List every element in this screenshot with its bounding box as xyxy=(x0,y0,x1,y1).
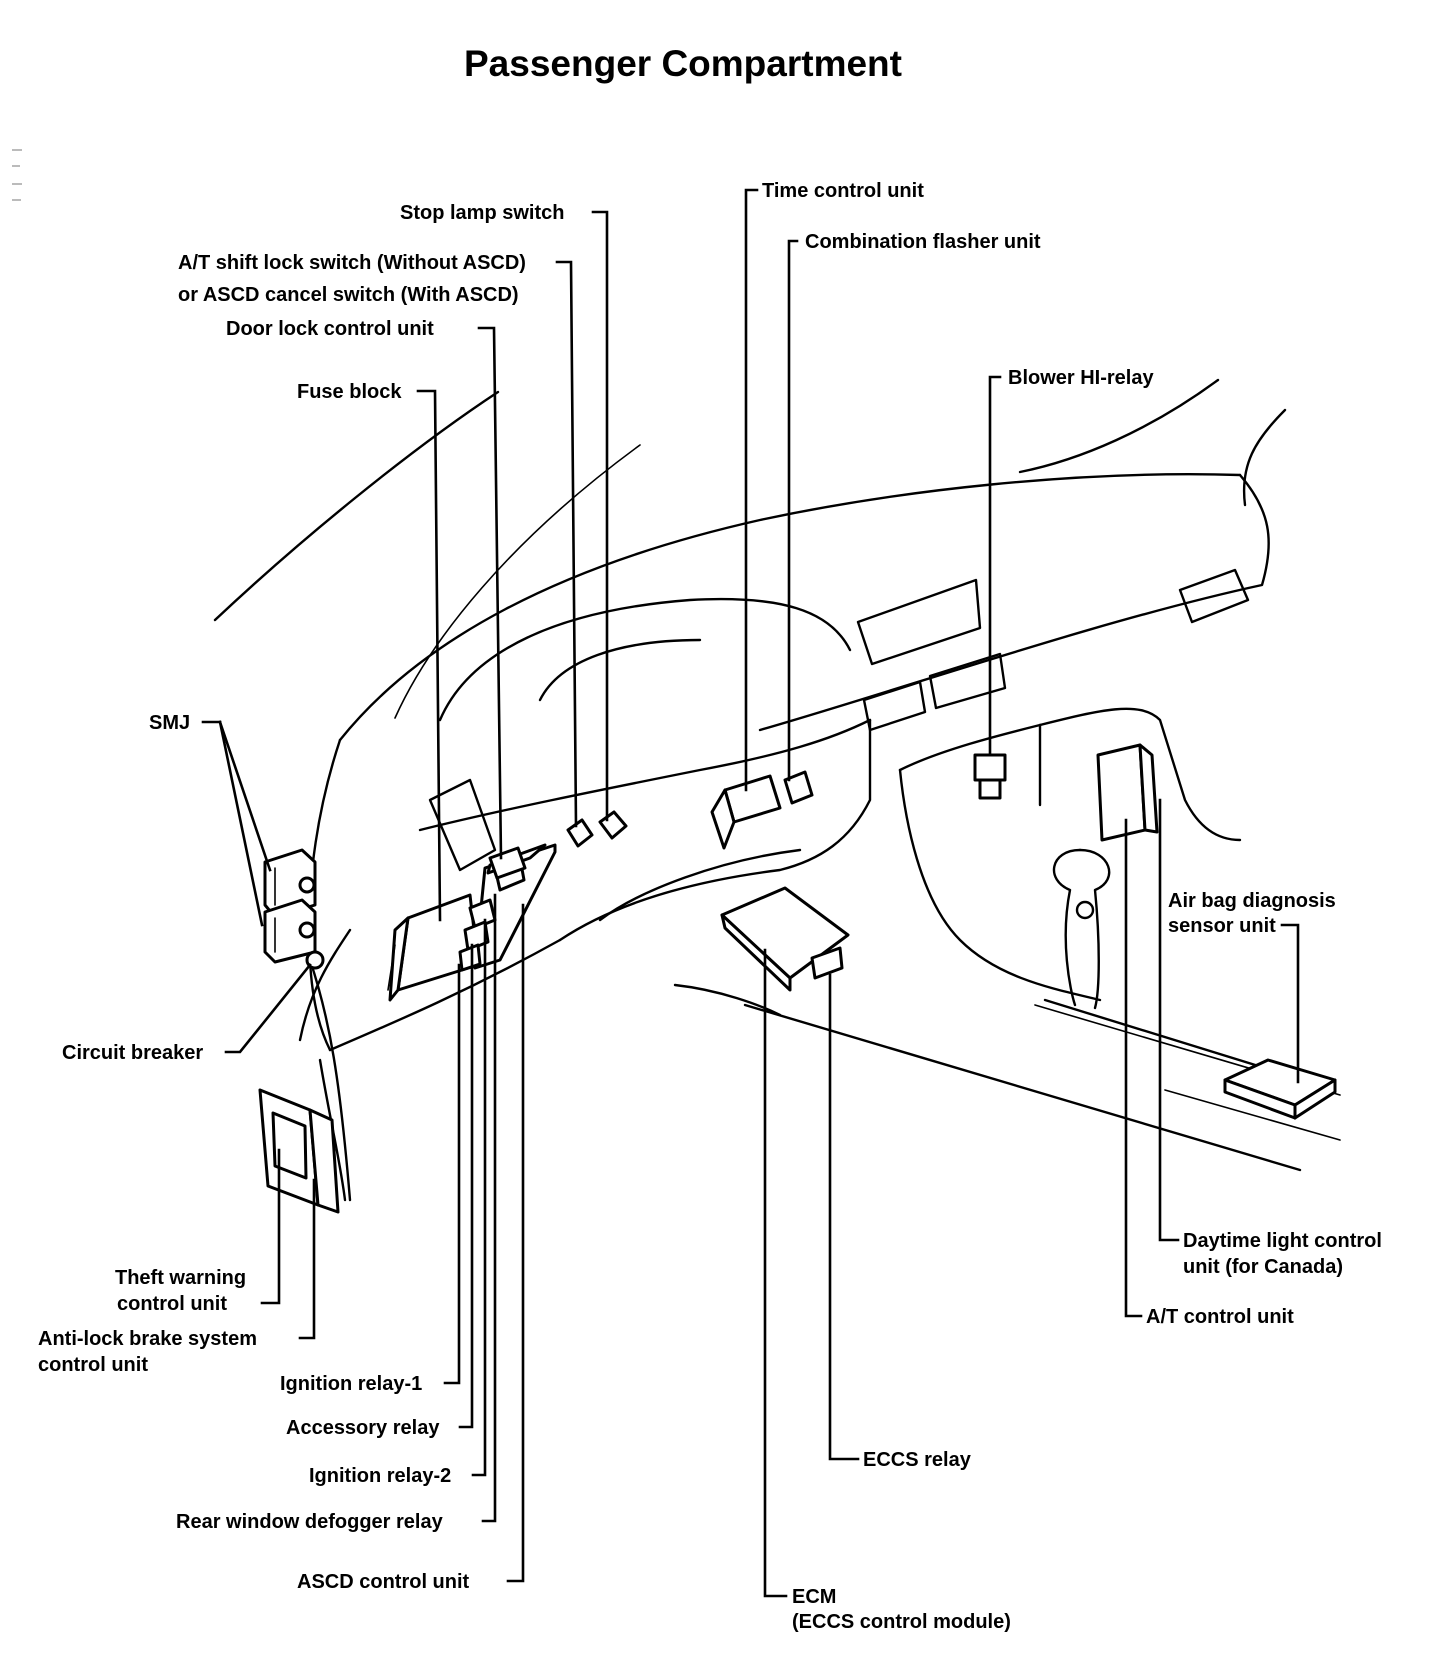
door-lock-control-unit-part xyxy=(488,846,527,880)
label-ignition-relay-2: Ignition relay-2 xyxy=(309,1465,451,1487)
label-abs-line1: Anti-lock brake system xyxy=(38,1328,257,1350)
label-fuse-block: Fuse block xyxy=(297,381,402,403)
label-at-shift-lock-line2: or ASCD cancel switch (With ASCD) xyxy=(178,284,519,306)
label-stop-lamp-switch: Stop lamp switch xyxy=(400,202,564,224)
dashboard-outline xyxy=(213,378,1341,1202)
label-daytime-line1: Daytime light control xyxy=(1183,1230,1382,1252)
label-blower-hi-relay: Blower HI-relay xyxy=(1008,367,1154,389)
label-circuit-breaker: Circuit breaker xyxy=(62,1042,203,1064)
label-abs-line2: control unit xyxy=(38,1354,148,1376)
at-control-unit-part xyxy=(1096,743,1159,842)
theft-abs-unit-part xyxy=(258,1088,340,1214)
label-ecm-line2: (ECCS control module) xyxy=(792,1611,1011,1633)
label-time-control-unit: Time control unit xyxy=(762,180,924,202)
margin-marks xyxy=(12,149,22,201)
blower-hi-relay-part xyxy=(973,753,1007,800)
labels: Time control unit Stop lamp switch Combi… xyxy=(38,180,1382,1633)
page-title: Passenger Compartment xyxy=(464,43,902,84)
label-smj: SMJ xyxy=(149,712,190,734)
label-door-lock-control-unit: Door lock control unit xyxy=(226,318,434,340)
label-ignition-relay-1: Ignition relay-1 xyxy=(280,1373,422,1395)
circuit-breaker-part xyxy=(305,950,325,970)
label-combination-flasher-unit: Combination flasher unit xyxy=(805,231,1041,253)
leader-lines xyxy=(201,188,1300,1598)
label-at-shift-lock-line1: A/T shift lock switch (Without ASCD) xyxy=(178,252,526,274)
label-ecm-line1: ECM xyxy=(792,1586,836,1608)
fuse-block-part xyxy=(387,893,480,1002)
label-daytime-line2: unit (for Canada) xyxy=(1183,1256,1343,1278)
label-accessory-relay: Accessory relay xyxy=(286,1417,440,1439)
label-ascd-control-unit: ASCD control unit xyxy=(297,1571,470,1593)
label-at-control-unit: A/T control unit xyxy=(1146,1306,1294,1328)
stop-lamp-switch-part xyxy=(598,810,628,840)
components xyxy=(258,743,1337,1214)
label-theft-line2: control unit xyxy=(117,1293,227,1315)
time-control-unit-part xyxy=(710,774,782,850)
combination-flasher-part xyxy=(783,770,814,805)
ecm-part xyxy=(720,886,850,992)
label-air-bag-line1: Air bag diagnosis xyxy=(1168,890,1336,912)
label-rear-window-defogger-relay: Rear window defogger relay xyxy=(176,1511,444,1533)
label-eccs-relay: ECCS relay xyxy=(863,1449,972,1471)
label-air-bag-line2: sensor unit xyxy=(1168,915,1276,937)
label-theft-line1: Theft warning xyxy=(115,1267,246,1289)
smj-connector-lower xyxy=(263,898,317,964)
shift-lock-switch-part xyxy=(566,818,594,848)
air-bag-sensor-part xyxy=(1223,1058,1337,1120)
